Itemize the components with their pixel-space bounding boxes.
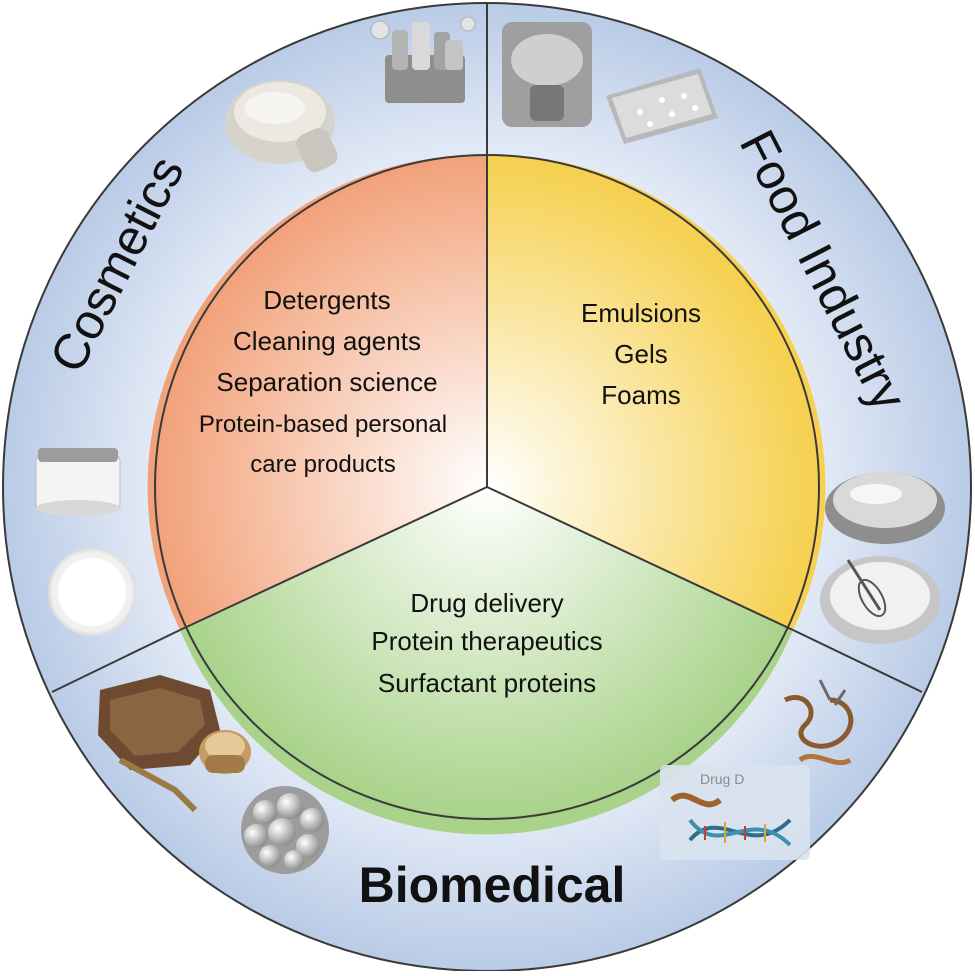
food-item-2: Gels (614, 339, 667, 369)
biomedical-item-2: Protein therapeutics (371, 626, 602, 656)
cleaning-bottles-image (370, 16, 476, 103)
food-item-1: Emulsions (581, 298, 701, 328)
drug-delivery-photo-text: Drug D (700, 771, 744, 787)
mixer-image (502, 22, 592, 127)
powder-scoop-image (225, 80, 338, 173)
sphere-cluster-image (241, 786, 329, 874)
gel-bowl-image (825, 472, 945, 544)
foam-dish-image (606, 68, 718, 144)
biomedical-label: Biomedical (359, 857, 626, 913)
capsule-image (199, 730, 251, 774)
cosmetics-item-1: Detergents (263, 285, 390, 315)
whisk-bowl-image (820, 556, 940, 644)
cream-dish-image (48, 548, 136, 636)
sector-divider-right (486, 486, 794, 631)
protein-structure-image (783, 679, 854, 766)
drug-delivery-image: Drug D (660, 765, 810, 860)
cosmetics-item-3: Separation science (216, 367, 437, 397)
cream-jar-image (35, 448, 121, 516)
food-item-3: Foams (601, 380, 680, 410)
ring-divider-right (792, 629, 923, 693)
cosmetics-item-4: Protein-based personal (199, 411, 447, 438)
sector-biomedical (180, 487, 793, 835)
protein-chunk-image (98, 675, 220, 813)
biomedical-item-3: Surfactant proteins (378, 668, 596, 698)
cosmetics-item-2: Cleaning agents (233, 326, 421, 356)
cosmetics-item-5: care products (250, 451, 395, 478)
ring-divider-left (51, 629, 181, 693)
biomedical-item-1: Drug delivery (410, 588, 563, 618)
inner-circle-outline (154, 154, 820, 820)
sector-divider-left (179, 486, 488, 631)
